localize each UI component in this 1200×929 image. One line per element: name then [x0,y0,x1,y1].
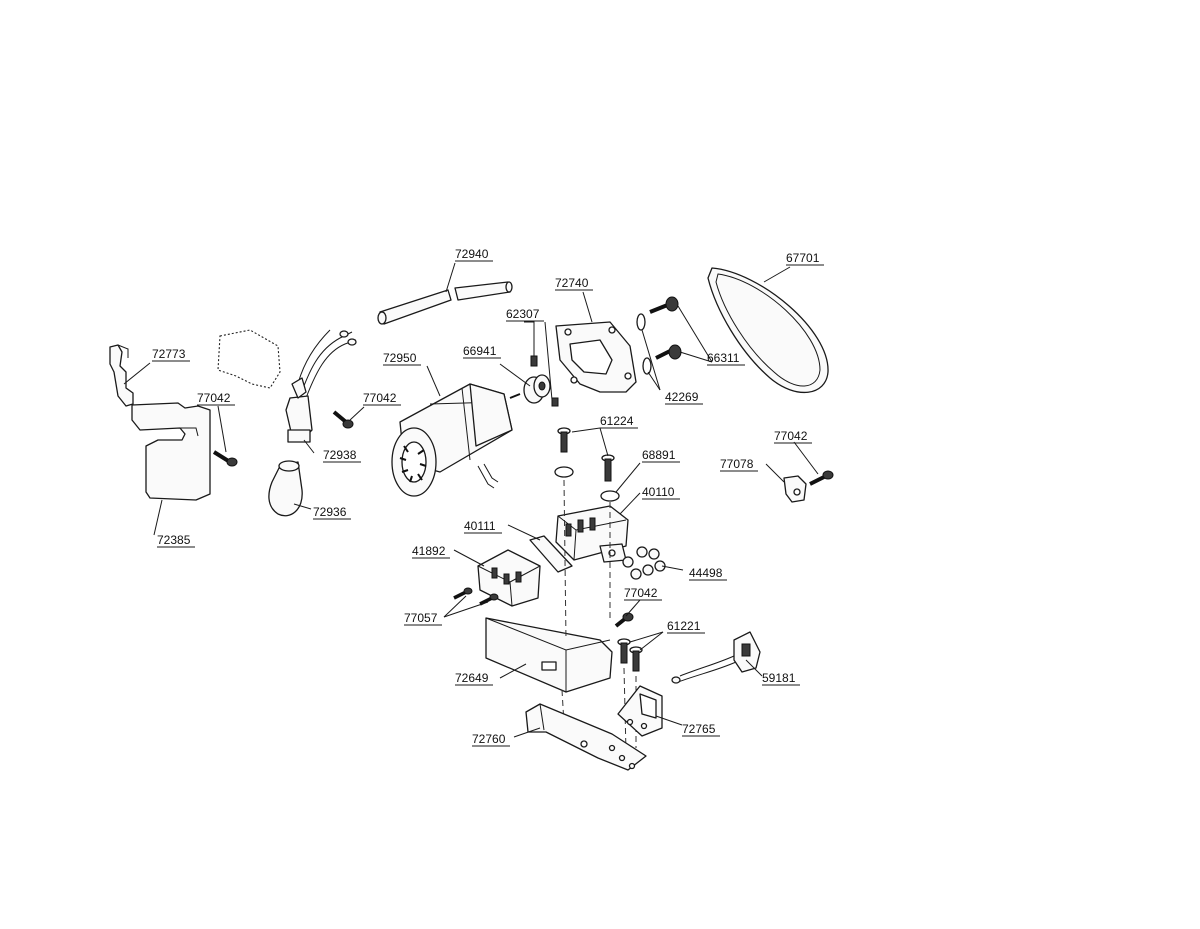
part-72760-base-bracket [525,703,647,771]
part-72765-switch-bracket [617,685,663,737]
callout-72936: 72936 [313,505,347,519]
callout-40110: 40110 [642,485,675,499]
callout-77078: 77078 [720,457,754,471]
part-77042-screw-cover [212,450,238,467]
callout-67701: 67701 [786,251,820,265]
callout-72649: 72649 [455,671,489,685]
part-77042-screw-socket [332,410,354,429]
callout-61221: 61221 [667,619,701,633]
callout-68891: 68891 [642,448,676,462]
callout-72740: 72740 [555,276,589,290]
callout-72760: 72760 [472,732,506,746]
part-72740-motor-plate [555,321,637,393]
part-66311-bolts [649,296,682,360]
callout-77057: 77057 [404,611,438,625]
callout-72950: 72950 [383,351,417,365]
part-77078-clip [783,475,807,503]
part-40110-terminal-block [555,505,629,563]
callout-66941: 66941 [463,344,497,358]
callout-62307: 62307 [506,307,540,321]
part-72649-terminal-cover [485,617,613,693]
part-72773-bracket [109,344,134,407]
callout-61224: 61224 [600,414,634,428]
callout-77042-d: 77042 [624,586,658,600]
part-77057-screws [453,587,499,606]
part-66941-pulley [523,374,551,404]
callout-59181: 59181 [762,671,796,685]
part-40111-insulator-plate [529,535,573,573]
part-44498-nuts [622,546,666,580]
callout-72765: 72765 [682,722,716,736]
callout-44498: 44498 [689,566,723,580]
part-68891-washers [554,466,620,502]
callout-72938: 72938 [323,448,357,462]
callout-72773: 72773 [152,347,186,361]
callout-labels: 72940 72740 67701 62307 72773 72950 6694… [152,247,824,747]
part-77042-screw-base [614,612,634,628]
part-41892-housing [477,549,541,607]
callout-42269: 42269 [665,390,699,404]
leader-lines [123,262,819,738]
callout-77042-a: 77042 [197,391,231,405]
part-59181-power-connector [671,631,761,684]
callout-77042-c: 77042 [774,429,808,443]
part-72936-bulb [268,460,303,517]
callout-72385: 72385 [157,533,191,547]
callout-77042-b: 77042 [363,391,397,405]
part-77042-screw-clip [809,470,834,486]
part-72938-lamp-socket [285,329,357,443]
part-42269-washers [636,313,652,375]
callout-72940: 72940 [455,247,489,261]
callout-40111: 40111 [464,519,496,533]
callout-66311: 66311 [707,351,740,365]
callout-41892: 41892 [412,544,446,558]
part-72385-cover-plate [131,402,211,501]
part-dotted-switch-outline [217,329,281,389]
part-72950-motor [391,383,521,497]
part-61221-screws [617,638,643,672]
motor-vent-slots [399,445,427,483]
part-72940-hose [377,281,513,325]
part-61224-screws [557,427,615,482]
part-67701-belt [707,267,829,393]
